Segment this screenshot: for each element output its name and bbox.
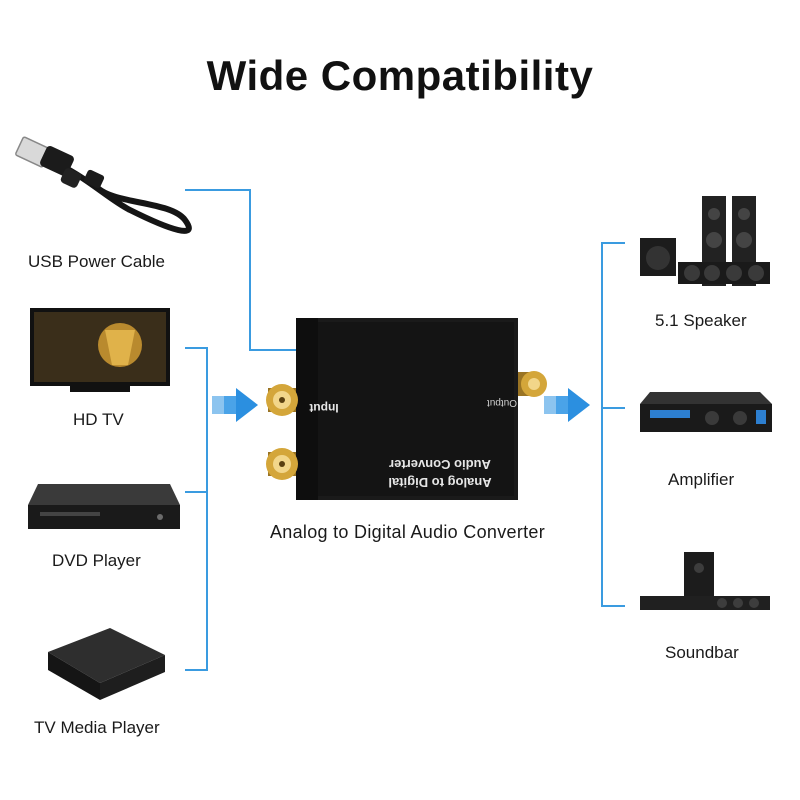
soundbar-icon [640, 552, 770, 610]
amplifier-icon [640, 392, 772, 432]
output-label-amplifier: Amplifier [668, 470, 735, 489]
rca-jack-red-icon [266, 448, 298, 480]
output-label-speaker: 5.1 Speaker [655, 311, 747, 330]
output-bracket-line [601, 242, 625, 607]
media-player-icon [48, 628, 165, 700]
device-text-line2: Audio Converter [389, 457, 491, 472]
page-title: Wide Compatibility [206, 52, 594, 99]
converter-device: Input Output Analog to Digital Audio Con… [266, 318, 547, 500]
output-label-soundbar: Soundbar [665, 643, 739, 662]
output-arrow-icon [544, 388, 590, 422]
input-label-tv: HD TV [73, 410, 124, 429]
input-arrow-icon [212, 388, 258, 422]
dvd-player-icon [28, 484, 180, 529]
usb-connector-line [185, 189, 296, 351]
speaker-system-icon [640, 196, 770, 286]
tv-icon [30, 308, 170, 392]
optical-output-jack-icon [518, 371, 547, 397]
input-label-usb: USB Power Cable [28, 252, 166, 271]
usb-cable-icon [15, 136, 192, 234]
device-output-label: Output [487, 397, 517, 408]
input-label-media: TV Media Player [34, 718, 160, 737]
device-text-line1: Analog to Digital [388, 475, 491, 490]
input-label-dvd: DVD Player [52, 551, 141, 570]
connector-lines [185, 189, 625, 671]
rca-jack-white-icon [266, 384, 298, 416]
device-input-label: Input [309, 401, 338, 415]
input-bracket-line [185, 347, 208, 671]
converter-caption: Analog to Digital Audio Converter [269, 522, 546, 542]
